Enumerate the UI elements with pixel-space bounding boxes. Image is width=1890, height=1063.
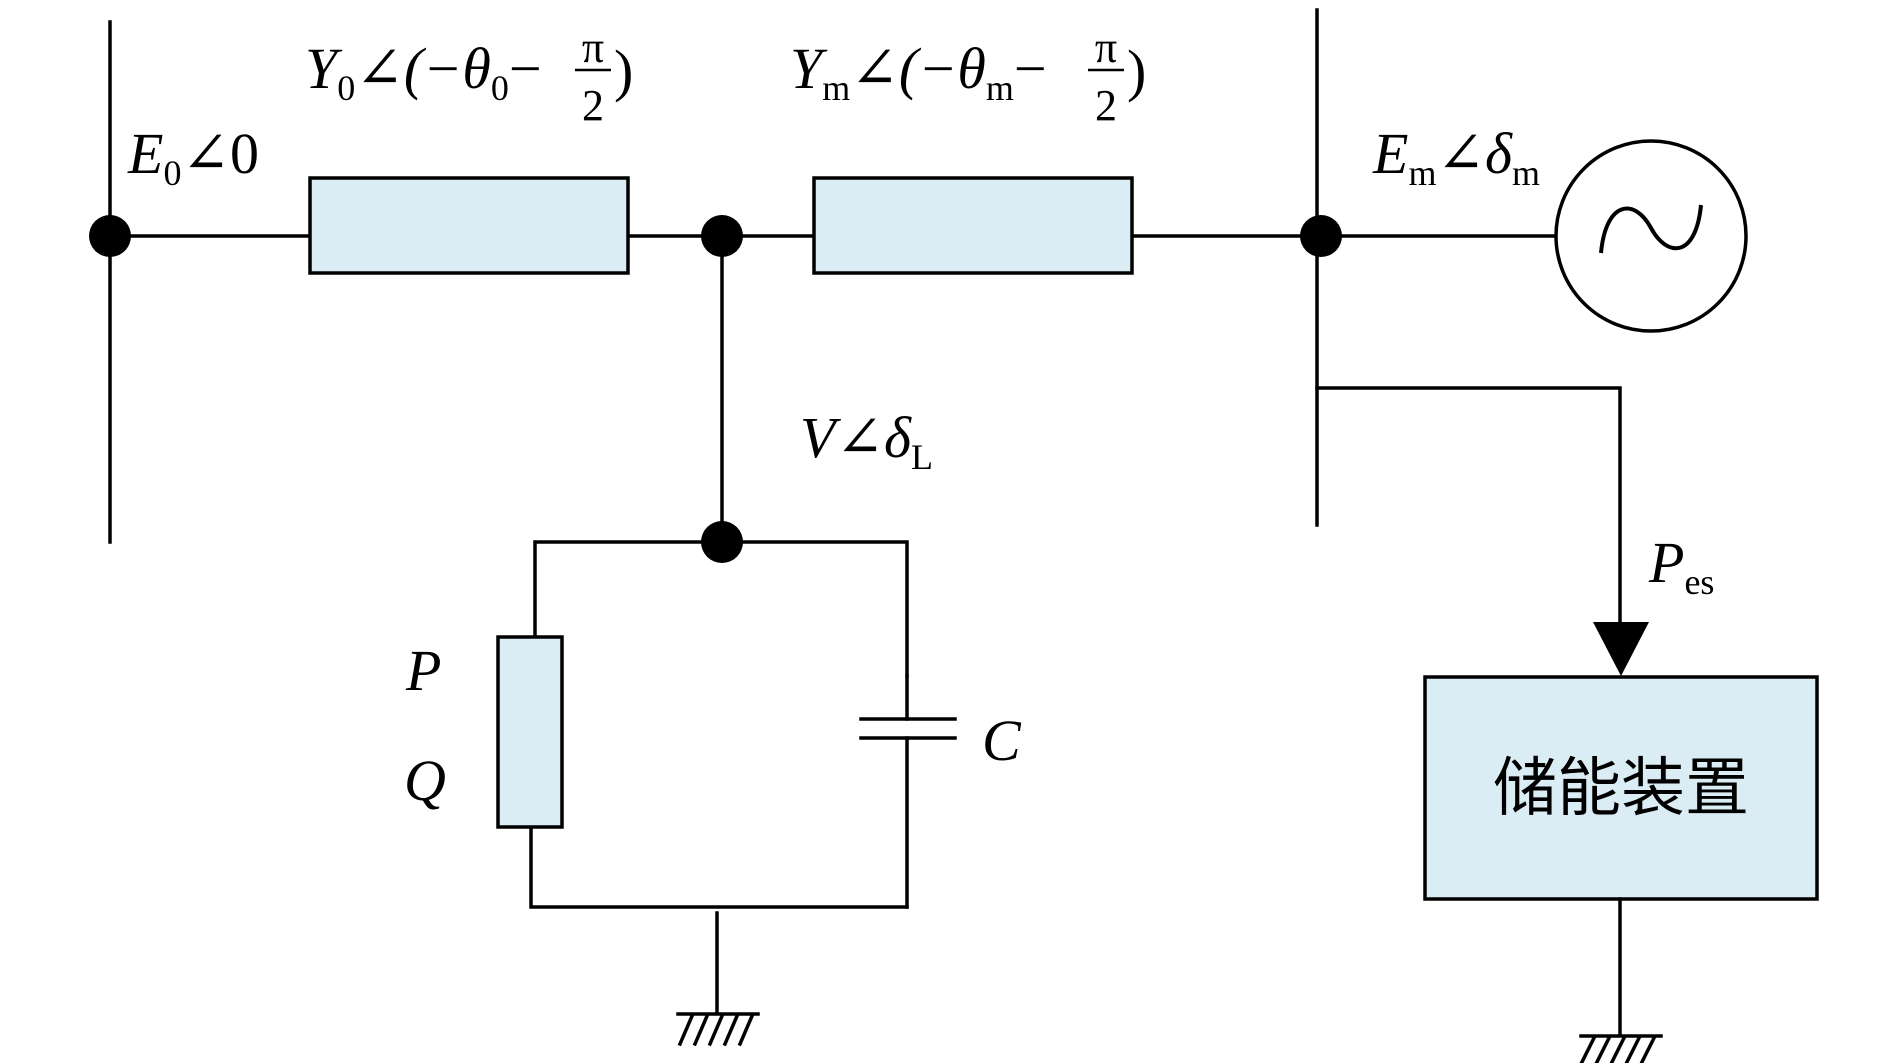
wire-storage-branch xyxy=(1315,386,1622,627)
label-ym: Ym∠(−θm− π 2 ) xyxy=(790,23,1146,130)
pq-load-box xyxy=(496,635,564,829)
wire-load-bottom xyxy=(529,825,909,909)
label-v: V∠δL xyxy=(800,405,933,477)
svg-text:Y0∠(−θ0−: Y0∠(−θ0− xyxy=(305,36,542,108)
svg-text:Ym∠(−θm−: Ym∠(−θm− xyxy=(790,36,1047,108)
svg-text:2: 2 xyxy=(1095,81,1117,130)
svg-text:2: 2 xyxy=(582,81,604,130)
power-flow-arrow-icon xyxy=(1593,622,1649,676)
impedance-ym-box xyxy=(812,176,1134,275)
label-p: P xyxy=(405,638,441,703)
label-pes: Pes xyxy=(1648,530,1714,602)
ground-left-icon xyxy=(676,911,760,1047)
energy-storage-box xyxy=(1423,675,1819,901)
node-left-bus xyxy=(89,215,131,257)
node-mid xyxy=(701,215,743,257)
svg-text:): ) xyxy=(1127,38,1146,103)
ground-right-icon xyxy=(1579,1034,1663,1063)
energy-storage-label: 储能装置 xyxy=(1493,752,1749,826)
svg-text:π: π xyxy=(582,23,604,72)
label-e0: E0∠0 xyxy=(127,121,259,193)
label-y0: Y0∠(−θ0− π 2 ) xyxy=(305,23,633,130)
ac-generator-icon xyxy=(1554,139,1748,333)
node-right-bus xyxy=(1300,215,1342,257)
label-em: Em∠δm xyxy=(1372,121,1540,193)
svg-text:): ) xyxy=(614,38,633,103)
impedance-y0-box xyxy=(308,176,630,275)
node-load xyxy=(701,521,743,563)
svg-text:π: π xyxy=(1095,23,1117,72)
label-c: C xyxy=(982,708,1022,773)
label-q: Q xyxy=(404,748,446,813)
